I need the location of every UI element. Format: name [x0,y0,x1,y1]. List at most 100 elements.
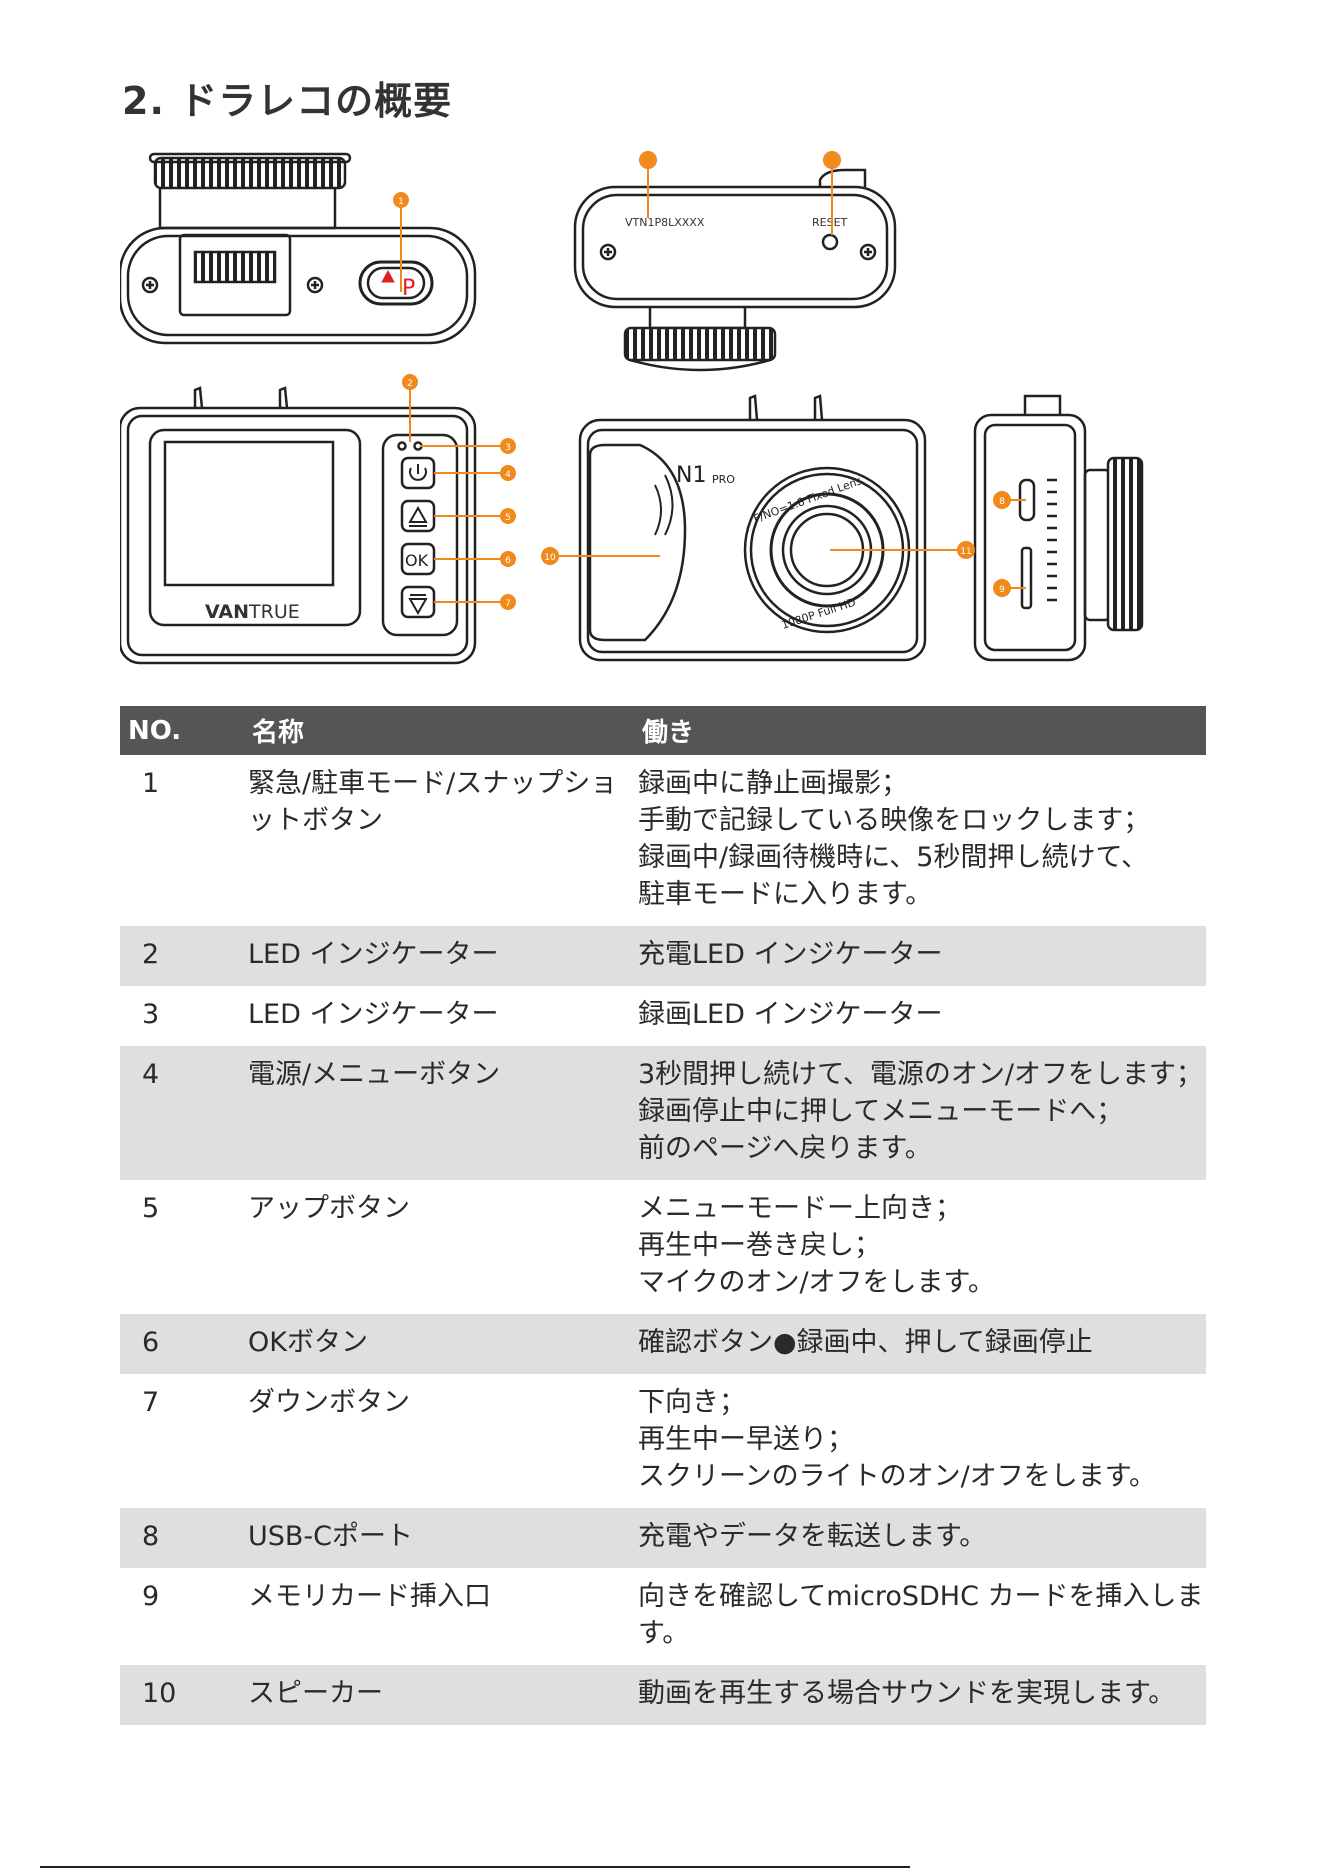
brand-true: TRUE [248,601,300,623]
callout-8-label: 8 [999,497,1005,507]
row-name: ダウンボタン [248,1387,410,1418]
callout-5: 5 [434,508,516,524]
callout-1: 1 [393,192,409,292]
row-name: メモリカード挿入口 [248,1581,491,1612]
function-line: 前のページへ戻ります。 [638,1133,932,1164]
function-line: マイクのオン/オフをします。 [638,1267,995,1298]
callout-10: 10 [541,547,660,565]
function-line: 充電LED インジケーター [638,939,943,970]
front-view: N1 PRO F/NO=1.8 Fixed Lens 1080P Full HD [578,394,927,662]
row-number: 7 [142,1387,160,1418]
callout-10-label: 10 [544,553,556,563]
table-row: 3 LED インジケーター 録画LED インジケーター [120,986,1206,1046]
row-number: 3 [142,999,160,1030]
callout-4: 4 [434,465,516,481]
function-line: 再生中ー早送り； [638,1424,854,1455]
callout-7-label: 7 [505,599,511,609]
row-function: 録画中に静止画撮影； 手動で記録している映像をロックします； 録画中/録画待機時に、… [634,755,1206,926]
row-number: 6 [120,1314,244,1374]
function-line: 動画を再生する場合サウンドを実現します。 [638,1678,1176,1709]
side-view [973,394,1144,662]
callout-serial [639,151,657,218]
row-name: LED インジケーター [244,926,634,986]
row-number: 8 [120,1508,244,1568]
function-line: 録画中に静止画撮影； [638,768,908,799]
callout-11-label: 11 [960,547,971,557]
row-function: 録画LED インジケーター [634,986,1206,1046]
row-number: 5 [142,1193,160,1224]
row-name: OKボタン [244,1314,634,1374]
callout-2-label: 2 [407,379,413,389]
row-function: 下向き；再生中ー早送り；スクリーンのライトのオン/オフをします。 [634,1374,1206,1508]
callout-3: 3 [420,438,516,454]
function-line: 再生中ー巻き戻し； [638,1230,881,1261]
dashcam-illustration: P VTN1P8LXXXX RESET VANTRUE [118,151,1144,665]
function-line: メニューモードー上向き； [638,1193,962,1224]
row-function: 充電LED インジケーター [634,926,1206,986]
table-header-row: NO. 名称 働き [120,706,1206,755]
row-function: 3秒間押し続けて、電源のオン/オフをします； 録画停止中に押してメニューモードへ；… [634,1046,1206,1180]
model-sub-label: PRO [712,473,735,486]
function-line: 3秒間押し続けて、電源のオン/オフをします； [638,1059,1203,1090]
row-name: スピーカー [244,1665,634,1725]
callout-6: 6 [434,551,516,567]
model-label: N1 [676,463,706,488]
row-name: 電源/メニューボタン [244,1046,634,1180]
row-number: 9 [142,1581,160,1612]
row-function: メニューモードー上向き； 再生中ー巻き戻し； マイクのオン/オフをします。 [634,1180,1206,1314]
callout-7: 7 [434,594,516,610]
footer-rule [40,1866,910,1868]
callout-4-label: 4 [505,470,511,480]
serial-label: VTN1P8LXXXX [625,216,705,229]
callout-5-label: 5 [505,513,511,523]
row-name: LED インジケーター [248,999,499,1030]
row-name: 緊急/駐車モード/スナップショットボタン [248,768,618,836]
function-line: 手動で記録している映像をロックします； [638,805,1151,836]
callout-11: 11 [830,541,975,559]
row-function: 充電やデータを転送します。 [634,1508,1206,1568]
brand-vant: VAN [205,601,249,623]
function-line: 確認ボタン●録画中、押して録画停止 [638,1327,1093,1358]
reset-label: RESET [812,216,848,229]
table-body: 1 緊急/駐車モード/スナップショットボタン録画中に静止画撮影； 手動で記録している… [120,755,1206,1725]
row-number: 10 [120,1665,244,1725]
row-number: 1 [142,768,160,799]
svg-text:VANTRUE: VANTRUE [205,601,300,623]
callout-9: 9 [993,579,1026,597]
function-line: 充電やデータを転送します。 [638,1521,987,1552]
table-row: 5 アップボタン メニューモードー上向き； 再生中ー巻き戻し； マイクのオン/オフをしま… [120,1180,1206,1314]
button-p-label: P [402,276,415,301]
callout-6-label: 6 [505,556,511,566]
row-number: 4 [120,1046,244,1180]
section-title: 2. ドラレコの概要 [122,79,453,123]
row-function: 動画を再生する場合サウンドを実現します。 [634,1665,1206,1725]
function-line: 録画停止中に押してメニューモードへ； [638,1096,1124,1127]
callout-reset [823,151,841,235]
function-line: 下向き； [638,1387,746,1418]
callout-1-label: 1 [398,197,404,207]
function-line: 録画中/録画待機時に、5秒間押し続けて、 [638,842,1149,873]
dashcam-diagram: P VTN1P8LXXXX RESET VANTRUE [118,140,1210,680]
parts-table: NO. 名称 働き 1 緊急/駐車モード/スナップショットボタン録画中に静止画撮影… [120,706,1206,1725]
callout-9-label: 9 [999,585,1005,595]
bottom-view: VTN1P8LXXXX RESET [573,168,897,372]
top-view: P [118,152,477,345]
callout-3-label: 3 [505,443,511,453]
function-line: 駐車モードに入ります。 [638,879,933,910]
row-name: USB-Cポート [244,1508,634,1568]
callout-2: 2 [402,374,418,442]
row-function: 向きを確認してmicroSDHC カードを挿入します。 [634,1568,1206,1665]
row-function: 確認ボタン●録画中、押して録画停止 [634,1314,1206,1374]
table-row: 9 メモリカード挿入口 向きを確認してmicroSDHC カードを挿入します。 [120,1568,1206,1665]
button-ok-label: OK [405,551,429,570]
callout-8: 8 [993,491,1026,509]
table-row: 1 緊急/駐車モード/スナップショットボタン録画中に静止画撮影； 手動で記録している… [120,755,1206,926]
back-view: VANTRUE OK [118,386,477,665]
row-name: アップボタン [248,1193,410,1224]
